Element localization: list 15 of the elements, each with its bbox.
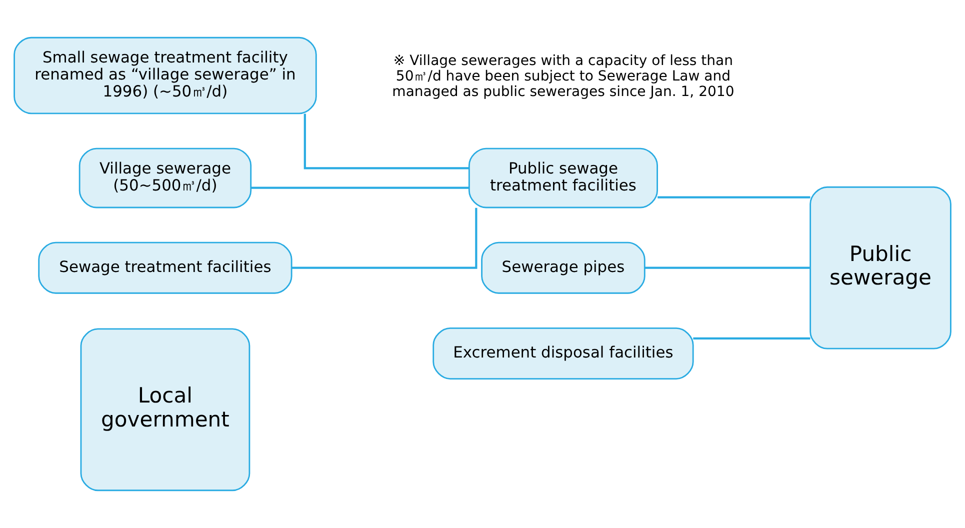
- node-box: Small sewage treatment facility renamed as “village sewerage” in 1996) (∼50㎥/d): [14, 36, 317, 114]
- connector: [251, 186, 470, 189]
- connector: [292, 208, 478, 269]
- node-box: Public sewerage: [810, 186, 952, 350]
- node-box: Sewerage pipes: [481, 242, 646, 294]
- node-box: Public sewage treatment facilities: [468, 148, 658, 208]
- node-box: Village sewerage (50∼500㎥/d): [78, 148, 252, 208]
- connector: [304, 114, 469, 170]
- connector: [658, 196, 810, 198]
- node-box: Excrement disposal facilities: [432, 328, 694, 380]
- connector: [644, 266, 810, 269]
- node-box: Local government: [80, 328, 250, 492]
- label: ※ Village sewerages with a capacity of less than 50㎥/d have been subject to Sewerage Law and managed as public sewerages since Jan. 1, 2010: [392, 52, 734, 100]
- connector: [693, 337, 810, 340]
- node-box: Sewage treatment facilities: [38, 242, 292, 294]
